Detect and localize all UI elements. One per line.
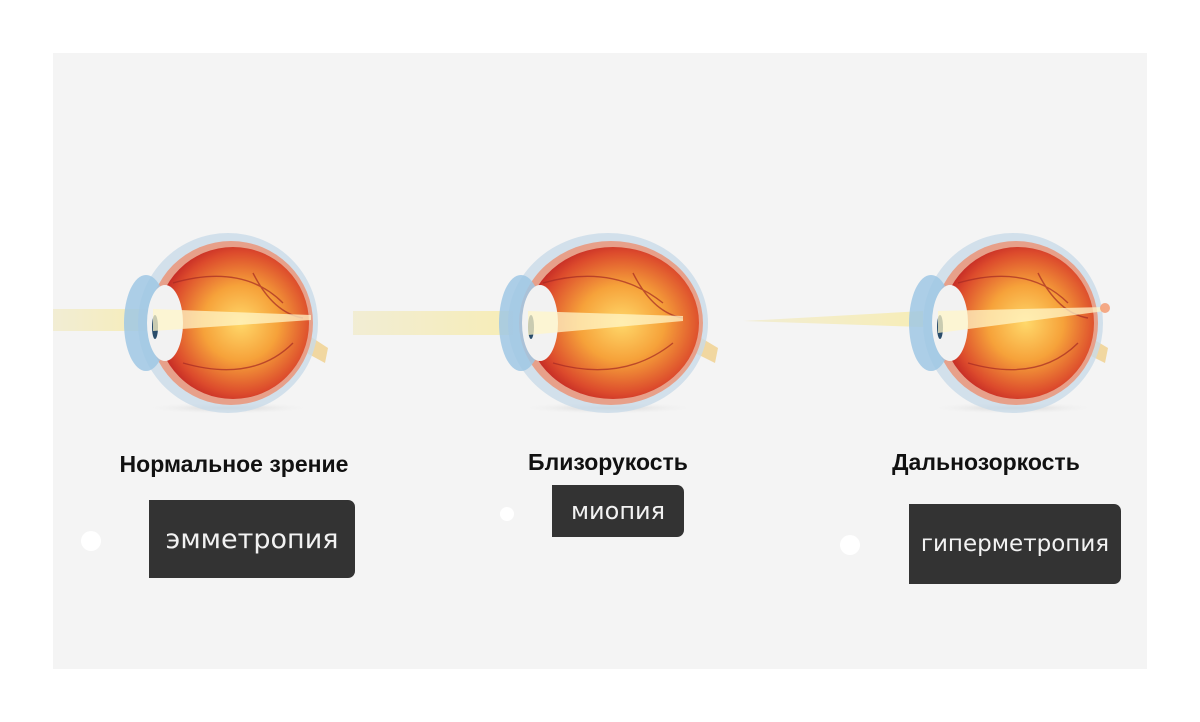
diagram-panel: Нормальное зрение Близорукость Дальнозор…	[53, 53, 1147, 669]
term-tag-emmetropia: эмметропия	[149, 500, 355, 578]
eye-diagram-hyperopia	[743, 233, 1110, 414]
tag-hole-normal	[81, 531, 101, 551]
tag-hole-hyperopia	[840, 535, 860, 555]
term-tag-myopia: миопия	[552, 485, 684, 537]
title-hyperopia: Дальнозоркость	[892, 449, 1080, 475]
eye-diagram-myopia	[353, 233, 718, 414]
title-myopia: Близорукость	[528, 449, 688, 475]
tag-hole-myopia	[500, 507, 514, 521]
term-tag-hyperopia: гиперметропия	[909, 504, 1121, 584]
title-normal-vision: Нормальное зрение	[119, 451, 349, 477]
eye-diagram-normal	[53, 233, 328, 414]
